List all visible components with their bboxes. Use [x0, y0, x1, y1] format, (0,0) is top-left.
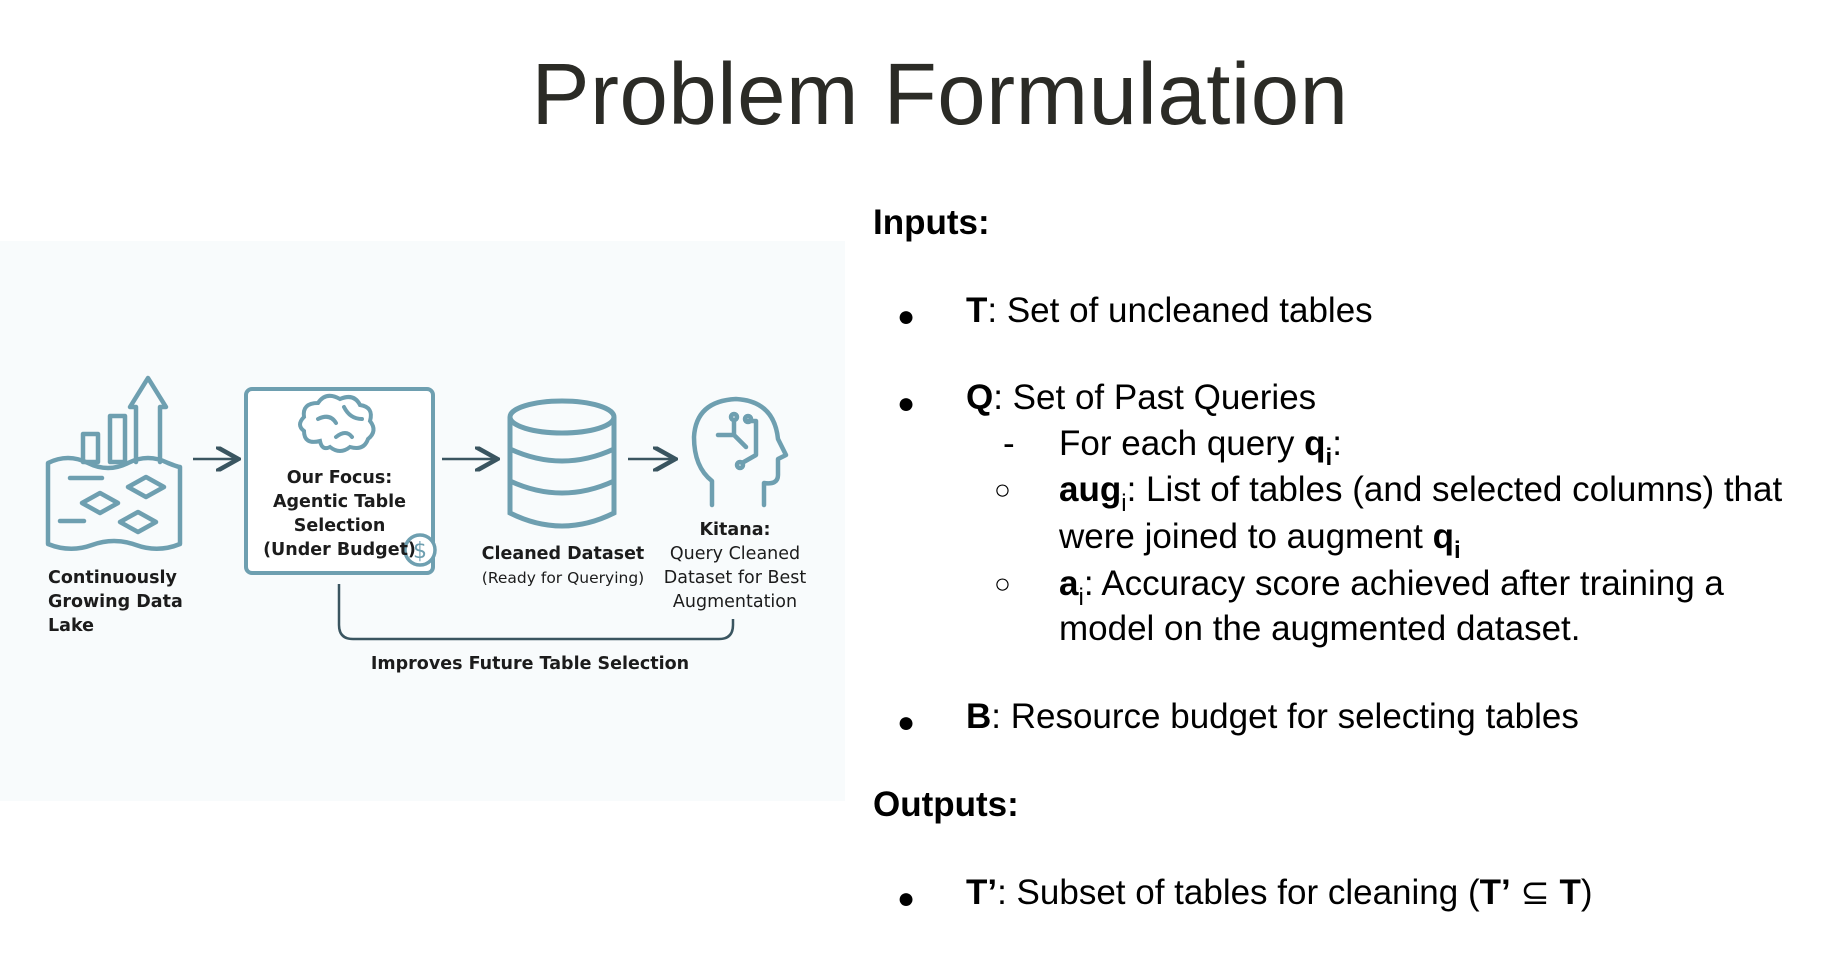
aug-subscript: i — [1121, 490, 1127, 517]
data-lake-label-line-3: Lake — [48, 616, 94, 636]
output-T-prime-symbol: T’ — [966, 873, 998, 912]
focus-label-line-2: Agentic Table — [272, 492, 407, 512]
inputs-heading: Inputs: — [873, 203, 990, 242]
aug-line-2-subscript: i — [1453, 537, 1461, 564]
kitana-label-line-2: Query Cleaned — [669, 544, 801, 564]
dollar-coin-icon: $ — [403, 533, 437, 567]
focus-label-line-4: (Under Budget) — [263, 540, 416, 560]
brain-icon — [298, 393, 376, 453]
for-each-symbol: q — [1304, 424, 1326, 463]
ring-marker: ○ — [994, 474, 1011, 505]
feedback-loop-arrow — [337, 584, 735, 641]
bullet-marker: ● — [897, 882, 916, 915]
cleaned-dataset-label: Cleaned Dataset (Ready for Querying) — [478, 542, 648, 590]
focus-label-line-1: Our Focus: — [286, 468, 393, 488]
aug-line-1-text: : List of tables (and selected columns) … — [1126, 470, 1783, 509]
output-T-symbol: T — [1559, 873, 1581, 912]
bullet-marker: ● — [897, 387, 916, 420]
cleaned-dataset-title: Cleaned Dataset — [481, 544, 645, 564]
kitana-label: Kitana: Query Cleaned Dataset for Best A… — [660, 518, 810, 614]
input-T-symbol: T — [966, 291, 988, 330]
dash-marker: - — [1003, 424, 1015, 463]
focus-label: Our Focus: Agentic Table Selection (Unde… — [246, 466, 433, 562]
data-lake-label-line-1: Continuously — [48, 568, 177, 588]
aug-symbol: aug — [1059, 470, 1122, 509]
data-lake-growth-icon — [45, 375, 183, 551]
bullet-marker: ● — [897, 706, 916, 739]
acc-item-line-2: model on the augmented dataset. — [1059, 609, 1581, 648]
feedback-label: Improves Future Table Selection — [370, 654, 690, 674]
input-T-text: : Set of uncleaned tables — [987, 291, 1373, 330]
ring-marker: ○ — [994, 568, 1011, 599]
aug-line-2-symbol: q — [1432, 517, 1454, 556]
for-each-prefix: For each query — [1059, 424, 1305, 463]
input-Q-text: : Set of Past Queries — [993, 378, 1317, 417]
acc-item-line-1: ai: Accuracy score achieved after traini… — [1059, 564, 1724, 612]
kitana-label-line-3: Dataset for Best — [663, 568, 807, 588]
for-each-suffix: : — [1332, 424, 1342, 463]
aug-item-line-1: augi: List of tables (and selected colum… — [1059, 470, 1782, 518]
kitana-label-title: Kitana: — [699, 520, 771, 540]
input-T-item: T: Set of uncleaned tables — [966, 291, 1373, 331]
cleaned-dataset-subtitle: (Ready for Querying) — [481, 569, 645, 587]
data-lake-label: Continuously Growing Data Lake — [48, 566, 208, 638]
acc-symbol: a — [1059, 564, 1079, 603]
closing-paren: ) — [1580, 873, 1593, 912]
focus-box — [244, 387, 435, 575]
subset-relation: ⊆ — [1510, 873, 1560, 912]
pipeline-diagram-svg: $ — [45, 375, 789, 641]
input-B-item: B: Resource budget for selecting tables — [966, 697, 1579, 737]
aug-line-2-text: were joined to augment — [1059, 517, 1433, 556]
bullet-marker: ● — [897, 300, 916, 333]
input-B-symbol: B — [966, 697, 992, 736]
input-Q-symbol: Q — [966, 378, 994, 417]
database-icon — [507, 398, 617, 529]
input-Q-item: Q: Set of Past Queries — [966, 378, 1316, 418]
page-title: Problem Formulation — [531, 46, 1349, 143]
outputs-heading: Outputs: — [873, 785, 1019, 824]
for-each-query-item: For each query qi: — [1059, 424, 1342, 472]
kitana-label-line-4: Augmentation — [672, 592, 798, 612]
head-circuit-icon — [691, 396, 789, 508]
focus-label-line-3: Selection — [293, 516, 386, 536]
acc-line-1-text: : Accuracy score achieved after training… — [1083, 564, 1724, 603]
input-B-text: : Resource budget for selecting tables — [991, 697, 1579, 736]
acc-subscript: i — [1078, 584, 1084, 611]
for-each-subscript: i — [1325, 444, 1333, 471]
svg-text:$: $ — [413, 539, 427, 564]
output-T-prime-item: T’: Subset of tables for cleaning (T’ ⊆ … — [966, 873, 1593, 913]
output-T-prime-text: : Subset of tables for cleaning ( — [997, 873, 1480, 912]
data-lake-label-line-2: Growing Data — [48, 592, 183, 612]
aug-item-line-2: were joined to augment qi — [1059, 517, 1461, 565]
pipeline-diagram: $ Continuously Growing Data Lake Our Foc… — [0, 241, 845, 801]
output-T-prime-symbol-2: T’ — [1479, 873, 1511, 912]
